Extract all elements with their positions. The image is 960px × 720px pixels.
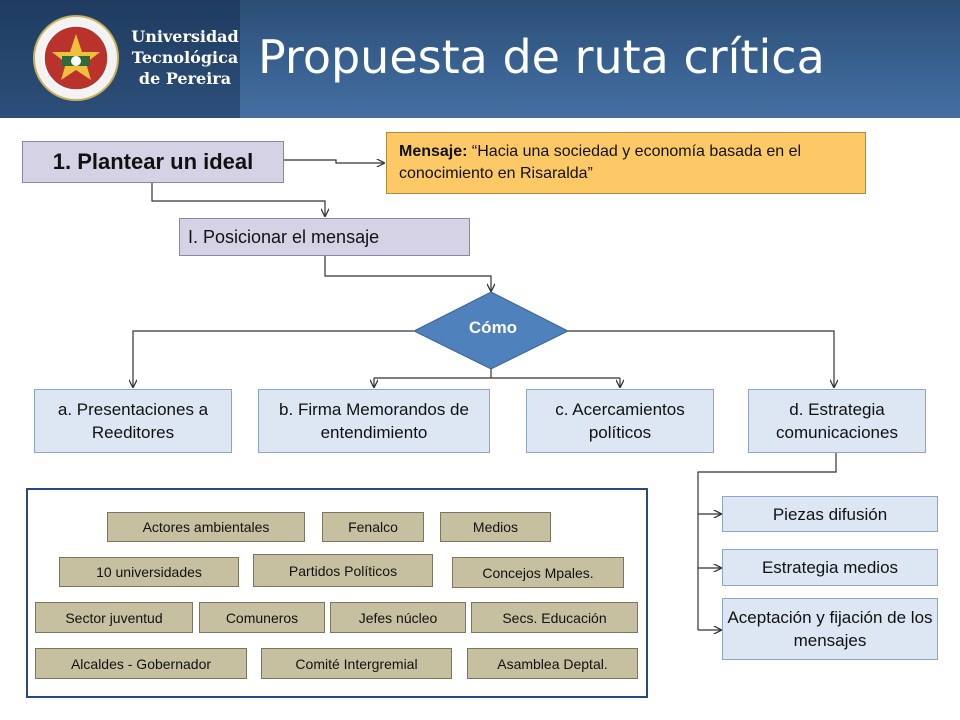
university-name-line1: Universidad — [131, 27, 239, 46]
actor-item: Fenalco — [322, 512, 424, 542]
connector-step-message — [284, 160, 384, 163]
actor-item: Partidos Políticos — [253, 554, 433, 587]
message-body: “Hacia una sociedad y economía basada en… — [399, 143, 802, 182]
header-banner: Universidad Tecnológica de Pereira Propu… — [0, 0, 960, 118]
connector-posicionar-decision — [324, 256, 491, 291]
message-box: Mensaje: “Hacia una sociedad y economía … — [386, 132, 866, 194]
comm-item-piezas-difusion: Piezas difusión — [722, 496, 938, 532]
message-text: Mensaje: “Hacia una sociedad y economía … — [399, 141, 853, 185]
actor-item: Secs. Educación — [471, 602, 638, 633]
actor-item: Jefes núcleo — [330, 602, 466, 633]
connector-step-posicionar — [151, 183, 325, 216]
actors-panel — [26, 488, 648, 698]
connector-decision-option-a — [133, 330, 414, 387]
option-firma-memorandos: b. Firma Memorandos de entendimiento — [258, 389, 490, 453]
actor-item: Concejos Mpales. — [452, 557, 624, 588]
actor-item: Medios — [440, 512, 551, 542]
comm-item-aceptacion-fijacion: Aceptación y fijación de los mensajes — [722, 598, 938, 660]
connector-option-d-comm — [697, 453, 837, 630]
posicionar-mensaje-box: I. Posicionar el mensaje — [179, 218, 470, 256]
actor-item: Sector juventud — [35, 602, 193, 633]
actor-item: Asamblea Deptal. — [467, 648, 638, 679]
connector-decision-option-d — [568, 330, 834, 387]
message-label: Mensaje: — [399, 143, 468, 160]
decision-diamond — [412, 291, 570, 370]
option-acercamientos: c. Acercamientos políticos — [526, 389, 714, 453]
university-logo: Universidad Tecnológica de Pereira — [0, 0, 240, 118]
comm-item-estrategia-medios: Estrategia medios — [722, 549, 938, 586]
decision-label: Cómo — [468, 318, 518, 337]
university-name: Universidad Tecnológica de Pereira — [130, 26, 240, 89]
actor-item: Comité Intergremial — [261, 648, 452, 679]
university-name-line3: de Pereira — [138, 69, 232, 88]
university-seal-icon — [33, 15, 119, 101]
actor-item: 10 universidades — [59, 557, 239, 587]
actor-item: Alcaldes - Gobernador — [35, 648, 247, 679]
university-name-line2: Tecnológica — [131, 48, 239, 67]
option-estrategia-comunicaciones: d. Estrategia comunicaciones — [748, 389, 926, 453]
option-presentaciones: a. Presentaciones a Reeditores — [34, 389, 232, 453]
actor-item: Comuneros — [199, 602, 325, 633]
page-title: Propuesta de ruta crítica — [258, 30, 825, 84]
actor-item: Actores ambientales — [107, 512, 305, 542]
step-plantear-ideal: 1. Plantear un ideal — [22, 141, 284, 183]
